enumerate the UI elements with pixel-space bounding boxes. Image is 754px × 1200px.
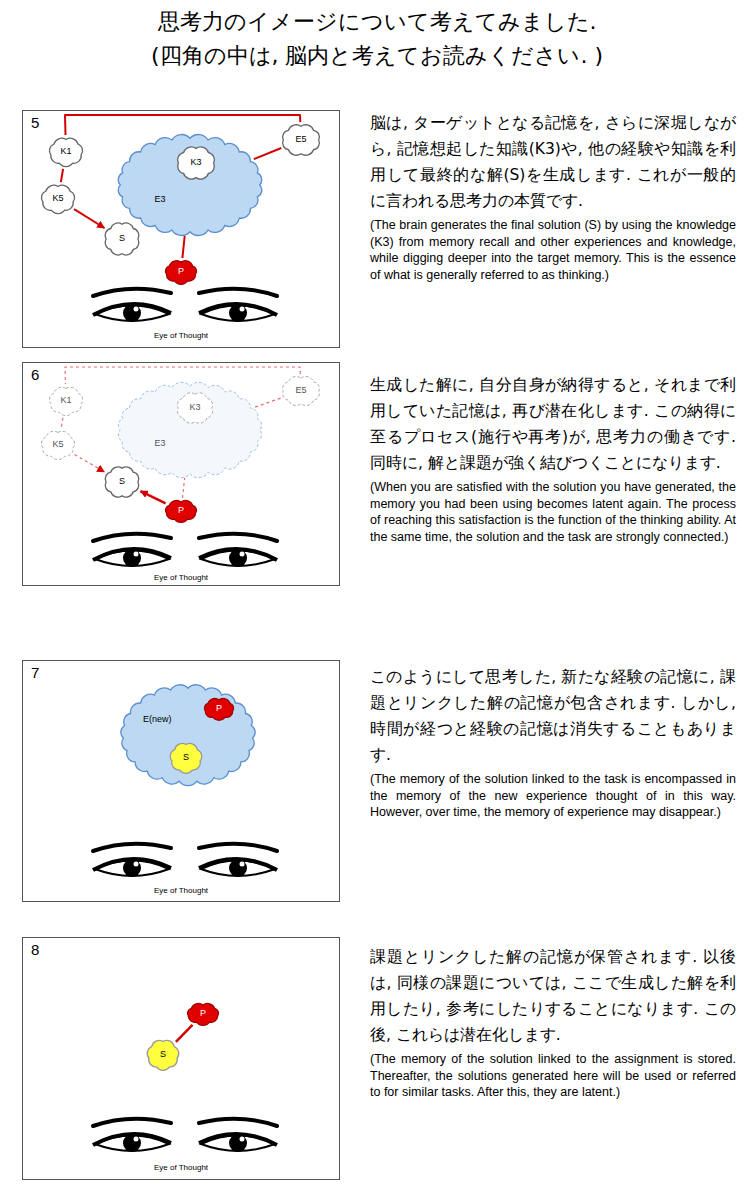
cloud-shape [118, 382, 261, 477]
description-en: (The memory of the solution linked to th… [370, 771, 736, 821]
thought-path [75, 455, 105, 472]
memory-cloud: E5 [278, 121, 324, 159]
cloud-label: E5 [295, 386, 306, 396]
thought-path [255, 398, 281, 407]
memory-cloud: K5 [37, 427, 79, 463]
cloud-shape [178, 147, 215, 179]
cloud-label: K1 [60, 396, 71, 406]
cloud-shape [166, 500, 197, 522]
description-jp: このようにして思考した, 新たな経験の記憶に, 課題とリンクした解の記憶が包含さ… [370, 664, 736, 768]
page-title: 思考力のイメージについて考えてみました. [0, 8, 754, 36]
eye-caption: Eye of Thought [154, 573, 208, 583]
description-en: (When you are satisfied with the solutio… [370, 479, 736, 545]
cloud-label: E5 [295, 135, 306, 145]
cloud-shape [204, 699, 233, 721]
cloud-shape [49, 387, 82, 415]
memory-cloud: S [143, 1036, 183, 1074]
cloud-label: P [178, 267, 184, 277]
cloud-label: K5 [52, 194, 63, 204]
cloud-shape [41, 185, 74, 213]
cloud-shape [105, 223, 139, 255]
thought-path [65, 367, 300, 384]
cloud-label: E(new) [143, 715, 172, 725]
panel-number: 7 [31, 665, 39, 682]
panel-box: 7E(new) P S [22, 660, 340, 902]
cloud-label: E3 [154, 195, 165, 205]
thought-path [74, 209, 104, 228]
cloud-shape [188, 1003, 219, 1025]
memory-cloud: P [161, 257, 201, 287]
cloud-label: K3 [190, 158, 201, 168]
cloud-label: S [183, 753, 189, 763]
thought-path [182, 236, 184, 258]
memory-cloud: E(new) P S [118, 683, 258, 787]
cloud-label: P [178, 506, 184, 516]
thought-path [65, 115, 300, 135]
memory-cloud: P [183, 1000, 223, 1028]
page-subtitle: (四角の中は, 脳内と考えてお読みください. ) [0, 42, 754, 70]
description-en: (The brain generates the final solution … [370, 217, 736, 283]
eye-pair [93, 534, 277, 567]
description-jp: 生成した解に, 自分自身が納得すると, それまで利用していた記憶は, 再び潜在化… [370, 372, 736, 476]
memory-cloud: E3 K3 [115, 133, 265, 237]
eye-caption: Eye of Thought [154, 1163, 208, 1173]
cloud-label: P [216, 704, 222, 714]
cloud-shape [121, 685, 255, 786]
cloud-label: E3 [154, 439, 165, 449]
thought-path [254, 148, 281, 159]
memory-cloud: P [161, 497, 201, 525]
thought-path [61, 169, 63, 182]
memory-cloud: K1 [45, 134, 87, 170]
cloud-label: P [200, 1009, 206, 1019]
cloud-label: K3 [189, 403, 200, 413]
cloud-label: S [160, 1050, 166, 1060]
memory-cloud: K5 [37, 181, 79, 217]
panel-number: 8 [31, 942, 39, 959]
memory-cloud: P [200, 695, 238, 723]
cloud-shape [41, 431, 74, 459]
memory-cloud: K3 [173, 389, 217, 427]
panel-number: 6 [31, 367, 39, 384]
panel-box: 8P S [22, 937, 340, 1180]
thought-path [182, 478, 184, 498]
cloud-shape [283, 125, 320, 155]
eye-caption: Eye of Thought [154, 331, 208, 341]
memory-cloud: E5 [278, 373, 324, 409]
description-jp: 脳は, ターゲットとなる記憶を, さらに深堀しながら, 記憶想起した知識(K3)… [370, 110, 736, 214]
cloud-label: S [119, 477, 125, 487]
memory-cloud: S [101, 219, 143, 259]
memory-cloud: K3 [173, 143, 219, 183]
memory-cloud: S [101, 463, 143, 501]
cloud-shape [166, 261, 197, 285]
description-en: (The memory of the solution linked to th… [370, 1051, 736, 1101]
cloud-shape [177, 393, 212, 423]
eye-caption: Eye of Thought [154, 886, 208, 896]
cloud-shape [118, 134, 261, 235]
eye-pair [93, 289, 277, 322]
cloud-label: K5 [52, 440, 63, 450]
cloud-shape [283, 377, 320, 406]
cloud-label: S [119, 234, 125, 244]
description-jp: 課題とリンクした解の記憶が保管されます. 以後は, 同様の課題については, ここ… [370, 944, 736, 1048]
memory-cloud: E3 K3 [115, 381, 265, 479]
cloud-shape [147, 1041, 179, 1071]
cloud-label: K1 [60, 147, 71, 157]
memory-cloud: S [166, 739, 206, 777]
panel-number: 5 [31, 115, 39, 132]
thought-path [176, 1025, 193, 1042]
eye-pair [93, 844, 277, 877]
memory-cloud: K1 [45, 383, 87, 419]
panel-box: 5K1E3 K3 E5K5S P [22, 110, 340, 348]
cloud-shape [170, 744, 202, 774]
cloud-shape [49, 138, 82, 166]
thought-path [61, 418, 63, 428]
eye-pair [93, 1119, 277, 1152]
thought-path [141, 491, 166, 503]
cloud-shape [105, 467, 138, 497]
panel-box: 6K1E3 K3 E5K5S P [22, 362, 340, 586]
